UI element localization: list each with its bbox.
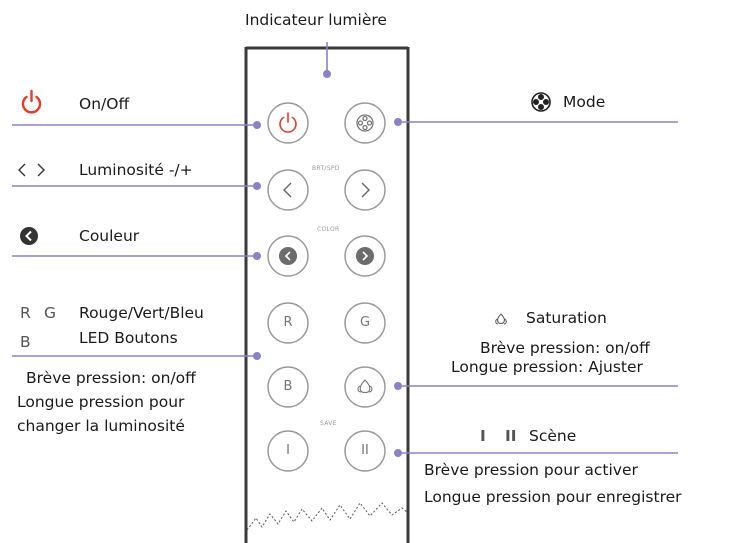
button-b[interactable]: B <box>283 379 293 394</box>
brightness-button-icons <box>283 182 370 198</box>
onoff-label: On/Off <box>79 95 130 113</box>
rgb-label-line1: Rouge/Vert/Bleu <box>79 304 204 322</box>
saturation-desc-2: Longue pression: Ajuster <box>451 358 643 376</box>
rgb-desc-2: Longue pression pour <box>17 393 185 411</box>
saturation-label: Saturation <box>526 309 607 327</box>
mode-button-icon <box>356 114 374 132</box>
button-r[interactable]: R <box>283 315 293 330</box>
scene-desc-2: Longue pression pour enregistrer <box>424 488 682 506</box>
power-button-icon <box>279 112 297 133</box>
brightness-arrows-icon <box>18 163 45 177</box>
power-icon <box>21 89 42 114</box>
rgb-desc-1: Brève pression: on/off <box>26 369 196 387</box>
rgb-desc-3: changer la luminosité <box>17 417 185 435</box>
chevron-left-circle-icon <box>20 227 38 245</box>
indicator-title: Indicateur lumière <box>245 11 387 29</box>
button-g[interactable]: G <box>359 315 371 330</box>
scene-desc-1: Brève pression pour activer <box>424 461 638 479</box>
button-scene-1[interactable]: I <box>286 443 290 458</box>
button-outlines <box>267 102 386 472</box>
mode-label: Mode <box>563 93 606 111</box>
saturation-icon <box>495 313 507 325</box>
scene-label: Scène <box>529 427 577 445</box>
scene-icon-1: I <box>480 427 486 445</box>
scene-icon-2: II <box>505 427 517 445</box>
rgb-letter-b: B <box>20 333 31 351</box>
color-button-icons <box>279 247 374 265</box>
button-scene-2[interactable]: II <box>361 443 369 458</box>
save-label: SAVE <box>320 420 337 427</box>
rgb-letter-r: R <box>20 304 31 322</box>
rgb-letter-g: G <box>44 304 57 322</box>
saturation-desc-1: Brève pression: on/off <box>480 339 650 357</box>
leader-lines <box>12 42 678 457</box>
saturation-button-icon <box>357 379 373 394</box>
color-label: COLOR <box>317 226 340 233</box>
film-reel-icon <box>531 92 551 112</box>
brt-spd-label: BRT/SPD <box>312 165 340 172</box>
rgb-label-line2: LED Boutons <box>79 329 178 347</box>
color-callout-label: Couleur <box>79 227 140 245</box>
brightness-label: Luminosité -/+ <box>79 161 193 179</box>
